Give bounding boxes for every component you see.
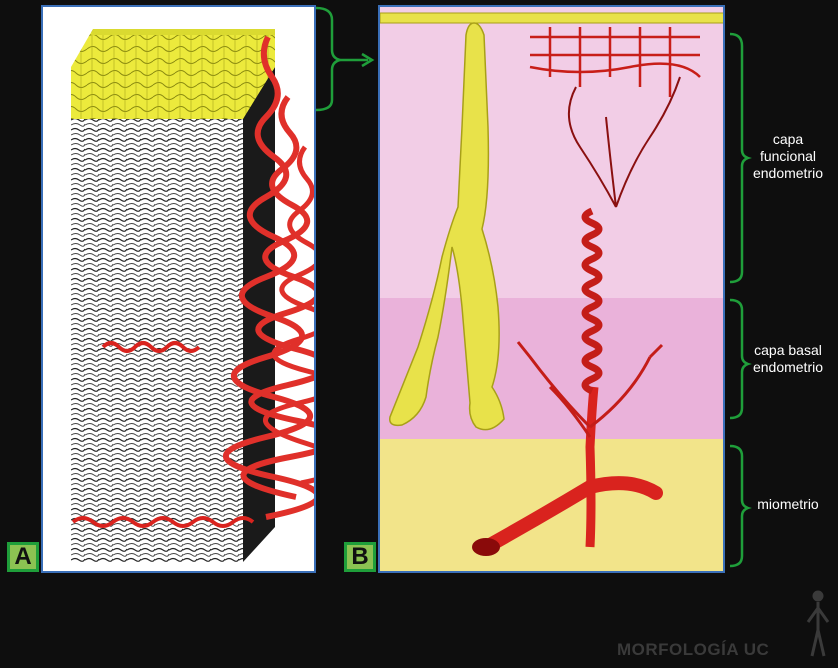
coiled-artery-1	[223, 35, 314, 520]
epithelium-top	[71, 29, 275, 119]
spiral-artery-upper-branches	[567, 76, 681, 208]
epithelium-top-surface	[91, 29, 275, 35]
panel-b-illustration	[378, 5, 725, 573]
coiled-artery-3	[263, 145, 314, 486]
panel-a-illustration	[41, 5, 316, 573]
panel-b-drawing	[380, 7, 723, 571]
spiral-artery	[585, 386, 599, 548]
surface-epithelium	[380, 12, 723, 24]
bracket-miometrio	[729, 444, 752, 568]
stroma-front-face	[71, 117, 243, 562]
uterine-gland	[389, 22, 505, 431]
panel-a-badge: A	[7, 542, 39, 572]
radial-artery	[483, 476, 663, 552]
logo-text: MORFOLOGÍA UC	[617, 640, 770, 659]
label-capa-basal: capa basal endometrio	[752, 342, 824, 375]
coiled-artery-2	[240, 95, 314, 500]
panel-a-drawing	[71, 29, 314, 562]
human-figure-icon	[806, 590, 830, 657]
radial-artery-opening	[472, 538, 500, 556]
spiral-artery-coils	[581, 207, 603, 395]
stroma-vessel-row-bottom	[71, 516, 255, 528]
bracket-capa-basal	[729, 298, 752, 420]
capillary-network	[529, 27, 701, 97]
bracket-panel-a-epithelium	[315, 6, 341, 112]
label-miometrio: miometrio	[757, 496, 819, 512]
stroma-vessel-row-middle	[101, 341, 201, 353]
panel-b-badge: B	[344, 542, 376, 572]
arrow-head-icon	[361, 52, 375, 68]
basal-artery-branches	[516, 341, 664, 438]
bracket-capa-funcional	[729, 32, 752, 284]
label-capa-funcional: capa funcional endometrio	[752, 131, 824, 181]
